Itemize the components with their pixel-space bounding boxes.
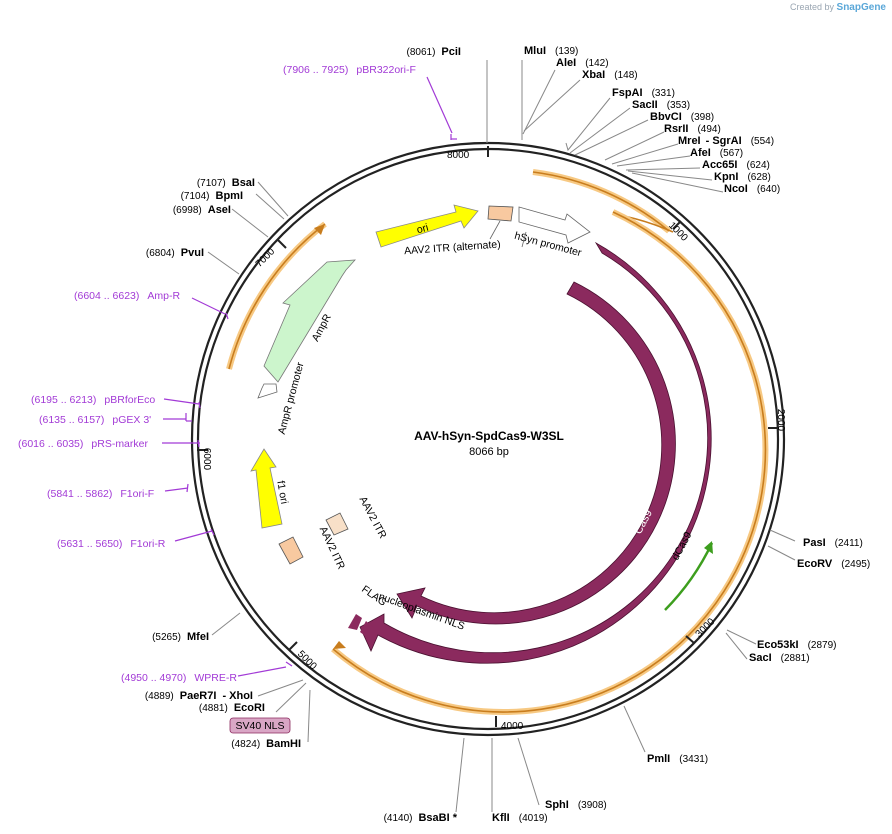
tick-label-4000: 4000 bbox=[501, 721, 524, 732]
enzyme-bamhi: (4824)BamHI bbox=[231, 738, 301, 750]
tick-label-1000: 1000 bbox=[666, 220, 690, 244]
enzyme-paer7i-xhoi: (4889)PaeR7I- XhoI bbox=[145, 690, 253, 702]
enzyme-pasi: PasI(2411) bbox=[803, 537, 863, 549]
enzyme-xbai: XbaI(148) bbox=[582, 69, 638, 81]
enzyme-bsabi: (4140)BsaBI * bbox=[384, 812, 458, 824]
enzyme-afei: AfeI(567) bbox=[690, 147, 743, 159]
enzyme-bsai: (7107)BsaI bbox=[197, 177, 255, 189]
feature-label-sv40-nls: SV40 NLS bbox=[235, 720, 284, 732]
enzyme-acc65i: Acc65I(624) bbox=[702, 159, 770, 171]
primer-f1ori-r: (5631 .. 5650)F1ori-R bbox=[57, 538, 166, 550]
ampr-arrow bbox=[263, 259, 356, 383]
aav2-itr-alternate-leader bbox=[489, 220, 501, 240]
cas9-break bbox=[630, 610, 638, 617]
enzyme-saci: SacI(2881) bbox=[749, 652, 810, 664]
aav2-itr-box-right bbox=[325, 512, 349, 536]
primer-leaders bbox=[162, 76, 457, 677]
backbone-outer-ring bbox=[190, 141, 786, 737]
enzyme-mrei-sgrai: MreI- SgrAI(554) bbox=[678, 135, 774, 147]
plasmid-length: 8066 bp bbox=[469, 446, 509, 458]
enzyme-mfei: (5265)MfeI bbox=[152, 631, 209, 643]
tick-label-7000: 7000 bbox=[254, 246, 278, 270]
enzyme-pcii: (8061)PciI bbox=[407, 46, 461, 58]
tick-label-8000: 8000 bbox=[447, 150, 470, 161]
tick-label-6000: 6000 bbox=[201, 448, 212, 471]
feature-label-aav2-itr-left: AAV2 ITR bbox=[317, 525, 347, 572]
orf-right bbox=[331, 169, 769, 715]
sv40-nls-badge bbox=[229, 717, 291, 734]
cas9-arc bbox=[396, 281, 676, 625]
enzyme-alei: AleI(142) bbox=[556, 57, 609, 69]
enzyme-ncoi: NcoI(640) bbox=[724, 183, 780, 195]
snapgene-brand: Created by SnapGene bbox=[790, 2, 886, 13]
enzyme-bbvci: BbvCI(398) bbox=[650, 111, 714, 123]
enzyme-sacii: SacII(353) bbox=[632, 99, 690, 111]
ampr-promoter-arrow bbox=[257, 383, 278, 399]
primer-f1ori-f: (5841 .. 5862)F1ori-F bbox=[47, 488, 154, 500]
primer-prs-marker: (6016 .. 6035)pRS-marker bbox=[18, 438, 148, 450]
tick-label-2000: 2000 bbox=[775, 409, 786, 432]
primer-pbrforeco: (6195 .. 6213)pBRforEco bbox=[31, 394, 155, 406]
enzyme-eco53ki: Eco53kI(2879) bbox=[757, 639, 837, 651]
enzyme-mlui: MluI(139) bbox=[524, 45, 578, 57]
enzyme-kfli: KflI(4019) bbox=[492, 812, 548, 824]
f1-ori-arrow bbox=[250, 448, 283, 529]
enzyme-ecorv: EcoRV(2495) bbox=[797, 558, 870, 570]
hsyn-promoter-arrow bbox=[518, 206, 591, 244]
tick-label-5000: 5000 bbox=[295, 649, 319, 673]
dcas9-arc bbox=[359, 241, 712, 664]
enzyme-pvui: (6804)PvuI bbox=[146, 247, 204, 259]
feature-label-f1-ori: f1 ori bbox=[274, 480, 290, 505]
enzyme-bpmi: (7104)BpmI bbox=[181, 190, 243, 202]
nucleoplasmin-nls-arrow bbox=[360, 621, 374, 638]
hsyn-promoter-leader bbox=[521, 231, 527, 248]
enzyme-asei: (6998)AseI bbox=[173, 204, 231, 216]
enzyme-sphi: SphI(3908) bbox=[545, 799, 607, 811]
ori-arrow bbox=[375, 204, 479, 248]
primer-amp-r: (6604 .. 6623)Amp-R bbox=[74, 290, 180, 302]
flag-arrow bbox=[348, 614, 362, 630]
snapgene-logo-text: SnapGene bbox=[836, 2, 886, 13]
primer-pgex-3: (6135 .. 6157)pGEX 3' bbox=[39, 414, 151, 426]
enzyme-leader-lines bbox=[207, 60, 796, 813]
aav2-itr-box-left bbox=[278, 536, 304, 565]
feature-label-aav2-itr-alternate: AAV2 ITR (alternate) bbox=[404, 238, 501, 257]
enzyme-pmli: PmlI(3431) bbox=[647, 753, 708, 765]
brand-prefix: Created by bbox=[789, 2, 835, 12]
primer-wpre-r: (4950 .. 4970)WPRE-R bbox=[121, 672, 237, 684]
enzyme-rsrii: RsrII(494) bbox=[664, 123, 721, 135]
aav2-itr-alternate-box bbox=[487, 205, 514, 222]
enzyme-kpni: KpnI(628) bbox=[714, 171, 771, 183]
enzyme-ecori: (4881)EcoRI bbox=[199, 702, 265, 714]
green-orf-head bbox=[704, 541, 713, 554]
scale-ticks bbox=[197, 146, 779, 727]
feature-label-ori: ori bbox=[415, 222, 429, 237]
feature-label-aav2-itr-right: AAV2 ITR bbox=[357, 494, 389, 541]
enzyme-fspai: FspAI(331) bbox=[612, 87, 675, 99]
orf-left bbox=[226, 221, 327, 370]
feature-label-dcas9: dCas9 bbox=[670, 530, 695, 563]
plasmid-name: AAV-hSyn-SpdCas9-W3SL bbox=[414, 429, 564, 443]
primer-pbr322ori-f: (7906 .. 7925)pBR322ori-F bbox=[283, 64, 416, 76]
